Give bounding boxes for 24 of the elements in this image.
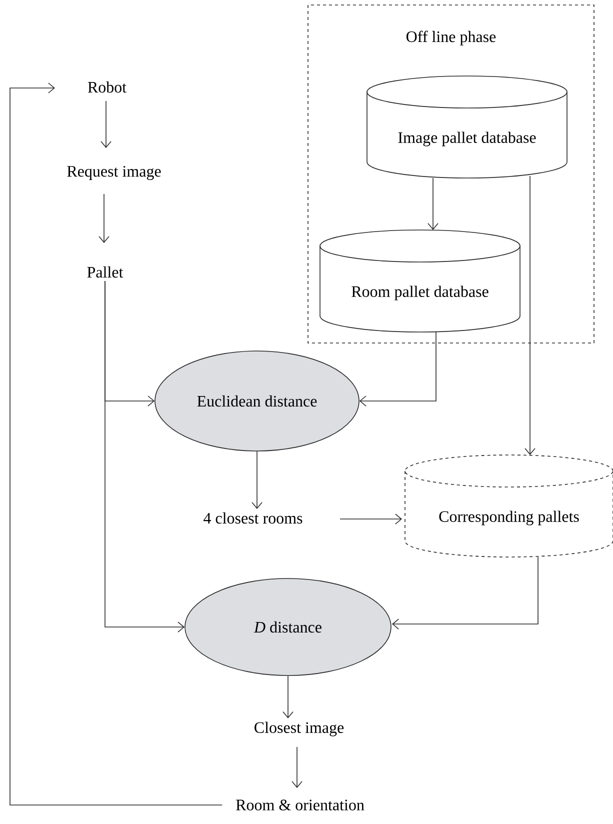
arrow [100, 100, 112, 148]
arrow [392, 556, 538, 630]
step-label: Closest image [254, 722, 344, 736]
arrow [359, 332, 436, 406]
database-cylinder: Image pallet database [366, 76, 568, 178]
arrow [104, 280, 185, 632]
arrow [282, 676, 294, 718]
step-label: Room & orientation [236, 800, 364, 810]
step-label: Robot [88, 81, 126, 93]
node-label: Corresponding pallets [439, 510, 579, 526]
arrow [10, 82, 223, 806]
arrow [340, 514, 402, 524]
database-cylinder: Corresponding pallets [404, 454, 613, 558]
step-label: 4 closest rooms [204, 512, 302, 524]
database-cylinder: Room pallet database [320, 230, 520, 332]
step-label: Pallet [87, 266, 124, 278]
arrow [428, 178, 438, 230]
arrow [292, 746, 302, 788]
arrow [98, 194, 110, 243]
arrow [524, 176, 536, 455]
node-label: Image pallet database [398, 132, 536, 146]
arrow [252, 451, 262, 509]
node-label: Room pallet database [352, 286, 488, 300]
step-label: Request image [67, 166, 161, 180]
